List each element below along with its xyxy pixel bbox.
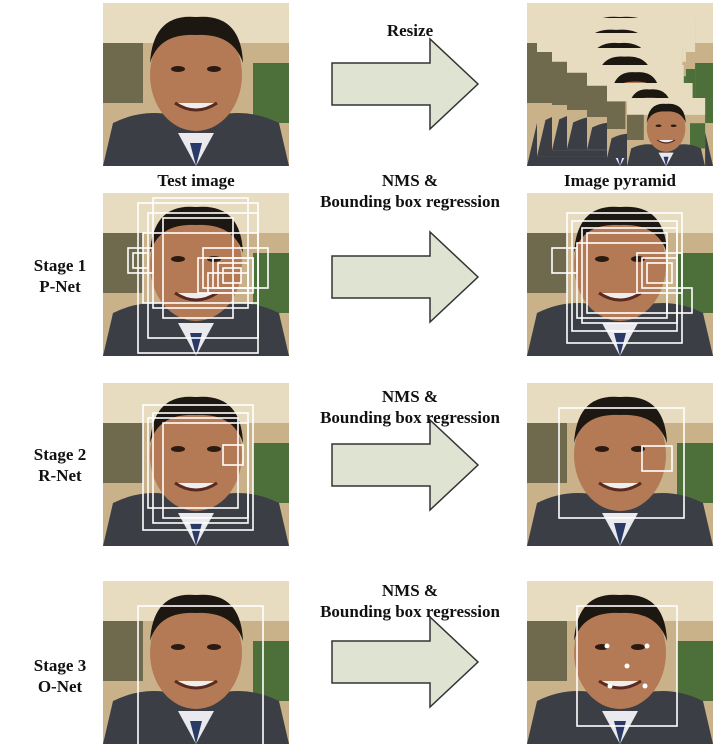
bounding-box	[641, 445, 673, 472]
bounding-box	[641, 257, 678, 289]
stage-name: Stage 3	[33, 656, 87, 675]
stage3-label: Stage 3 O-Net	[20, 655, 100, 697]
net-name: P-Net	[39, 277, 81, 296]
nms-line: NMS &	[381, 387, 439, 406]
stage2-nms-label: NMS & Bounding box regression	[290, 386, 530, 428]
bounding-box	[147, 417, 239, 509]
bounding-box	[636, 252, 683, 294]
net-name: R-Net	[38, 466, 82, 485]
facial-landmark	[642, 683, 648, 689]
test-image	[103, 3, 289, 166]
bounding-box	[558, 407, 685, 519]
stage3-input-image	[103, 581, 289, 744]
arrow-shape	[331, 418, 480, 512]
bounding-box	[646, 262, 673, 284]
stage2-label: Stage 2 R-Net	[20, 444, 100, 486]
stage-name: Stage 1	[33, 256, 87, 275]
stage1-output-image	[527, 193, 713, 356]
bounding-box	[207, 272, 249, 294]
bounding-box	[222, 444, 244, 466]
bounding-box	[142, 404, 254, 531]
stage3-arrow	[331, 615, 480, 709]
net-name: O-Net	[37, 677, 83, 696]
bounding-box	[576, 242, 668, 319]
stage2-output-image	[527, 383, 713, 546]
nms-line: NMS &	[381, 171, 439, 190]
image-pyramid	[527, 3, 713, 166]
resize-arrow	[331, 37, 480, 131]
arrow-shape	[331, 230, 480, 324]
test-image-label: Test image	[157, 171, 235, 190]
facial-landmark	[604, 643, 610, 649]
stage1-label: Stage 1 P-Net	[20, 255, 100, 297]
stage3-nms-label: NMS & Bounding box regression	[290, 580, 530, 622]
image-pyramid-label: Image pyramid	[564, 171, 676, 190]
bbox-regression-line: Bounding box regression	[320, 192, 500, 211]
bounding-box	[132, 252, 149, 269]
nms-line: NMS &	[381, 581, 439, 600]
stage-name: Stage 2	[33, 445, 87, 464]
stage1-nms-label: NMS & Bounding box regression	[290, 170, 530, 212]
bounding-box	[137, 605, 264, 744]
bounding-box	[162, 422, 249, 519]
bbox-regression-line: Bounding box regression	[320, 602, 500, 621]
bounding-box	[576, 605, 678, 727]
stage2-arrow	[331, 418, 480, 512]
arrow-shape	[331, 615, 480, 709]
stage1-input-image	[103, 193, 289, 356]
bbox-regression-line: Bounding box regression	[320, 408, 500, 427]
resize-label: Resize	[386, 21, 434, 40]
bounding-box	[127, 247, 154, 274]
facial-landmark	[607, 683, 613, 689]
facial-landmark	[624, 663, 630, 669]
stage1-arrow	[331, 230, 480, 324]
arrow-shape	[331, 37, 480, 131]
stage3-output-image	[527, 581, 713, 744]
stage2-input-image	[103, 383, 289, 546]
bounding-box	[222, 267, 242, 284]
facial-landmark	[644, 643, 650, 649]
